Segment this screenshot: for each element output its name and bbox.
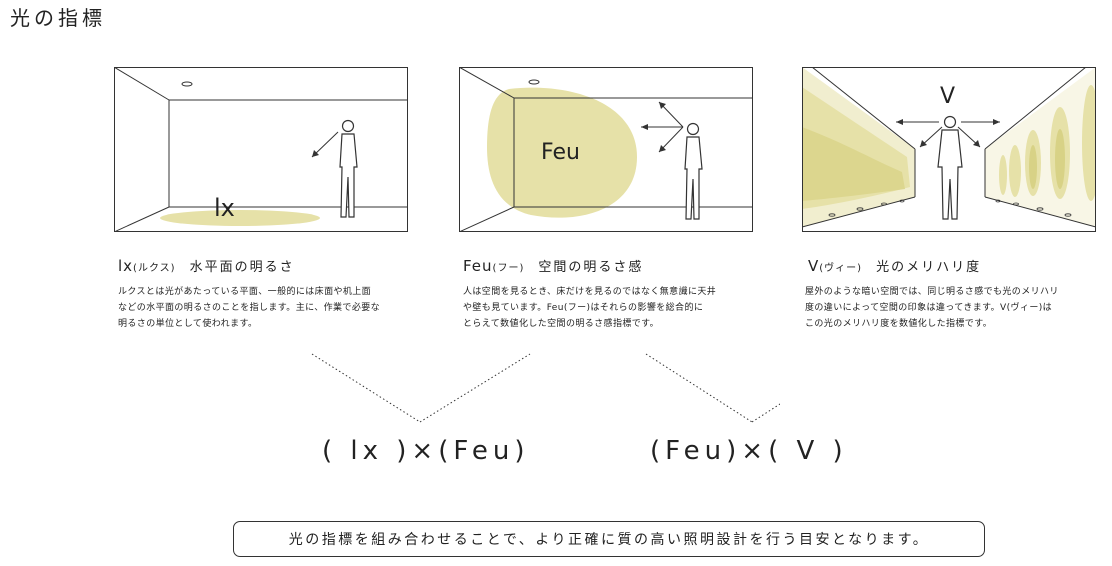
room-illustration-v: V <box>802 67 1096 232</box>
description-feu: 人は空間を見るとき、床だけを見るのではなく無意識に天井 や壁も見ています。Feu… <box>463 284 763 332</box>
svg-text:lx: lx <box>214 194 235 222</box>
svg-text:Feu: Feu <box>541 140 580 165</box>
description-line: 明るさの単位として使われます。 <box>118 319 258 329</box>
room-illustration-feu: Feu <box>459 67 753 232</box>
caption-feu-reading: (フー) <box>492 263 525 274</box>
formula-feu-v: (Feu)×( V ) <box>650 436 848 466</box>
svg-text:V: V <box>940 84 955 109</box>
description-line: などの水平面の明るさのことを指します。主に、作業で必要な <box>118 303 381 313</box>
description-line: ルクスとは光があたっている平面、一般的には床面や机上面 <box>118 287 372 297</box>
caption-feu-symbol: Feu <box>463 257 493 275</box>
caption-lx-symbol: lx <box>118 257 134 275</box>
caption-v-symbol: V <box>808 257 820 275</box>
description-line: 度の違いによって空間の印象は違ってきます。V(ヴィー)は <box>805 303 1053 313</box>
caption-v: V(ヴィー) 光のメリハリ度 <box>808 256 981 275</box>
caption-feu-heading: 空間の明るさ感 <box>538 260 644 275</box>
room-illustration-lx: lx <box>114 67 408 232</box>
caption-v-reading: (ヴィー) <box>819 263 863 274</box>
description-line: や壁も見ています。Feu(フー)はそれらの影響を総合的に <box>463 303 704 313</box>
description-line: とらえて数値化した空間の明るさ感指標です。 <box>463 319 660 329</box>
description-line: 人は空間を見るとき、床だけを見るのではなく無意識に天井 <box>463 287 717 297</box>
summary-box: 光の指標を組み合わせることで、より正確に質の高い照明設計を行う目安となります。 <box>233 521 985 557</box>
caption-lx-reading: (ルクス) <box>133 263 176 274</box>
summary-text: 光の指標を組み合わせることで、より正確に質の高い照明設計を行う目安となります。 <box>288 532 930 548</box>
dotted-connector-lines <box>311 353 780 423</box>
caption-v-heading: 光のメリハリ度 <box>876 260 982 275</box>
caption-feu: Feu(フー) 空間の明るさ感 <box>463 256 643 275</box>
caption-lx-heading: 水平面の明るさ <box>189 260 295 275</box>
description-lx: ルクスとは光があたっている平面、一般的には床面や机上面 などの水平面の明るさのこ… <box>118 284 418 332</box>
formula-lx-feu: ( lx )×(Feu) <box>322 436 530 466</box>
caption-lx: lx(ルクス) 水平面の明るさ <box>118 256 295 275</box>
page-title: 光の指標 <box>10 6 106 30</box>
description-line: この光のメリハリ度を数値化した指標です。 <box>805 319 993 329</box>
description-line: 屋外のような暗い空間では、同じ明るさ感でも光のメリハリ <box>805 287 1059 297</box>
description-v: 屋外のような暗い空間では、同じ明るさ感でも光のメリハリ 度の違いによって空間の印… <box>805 284 1105 332</box>
